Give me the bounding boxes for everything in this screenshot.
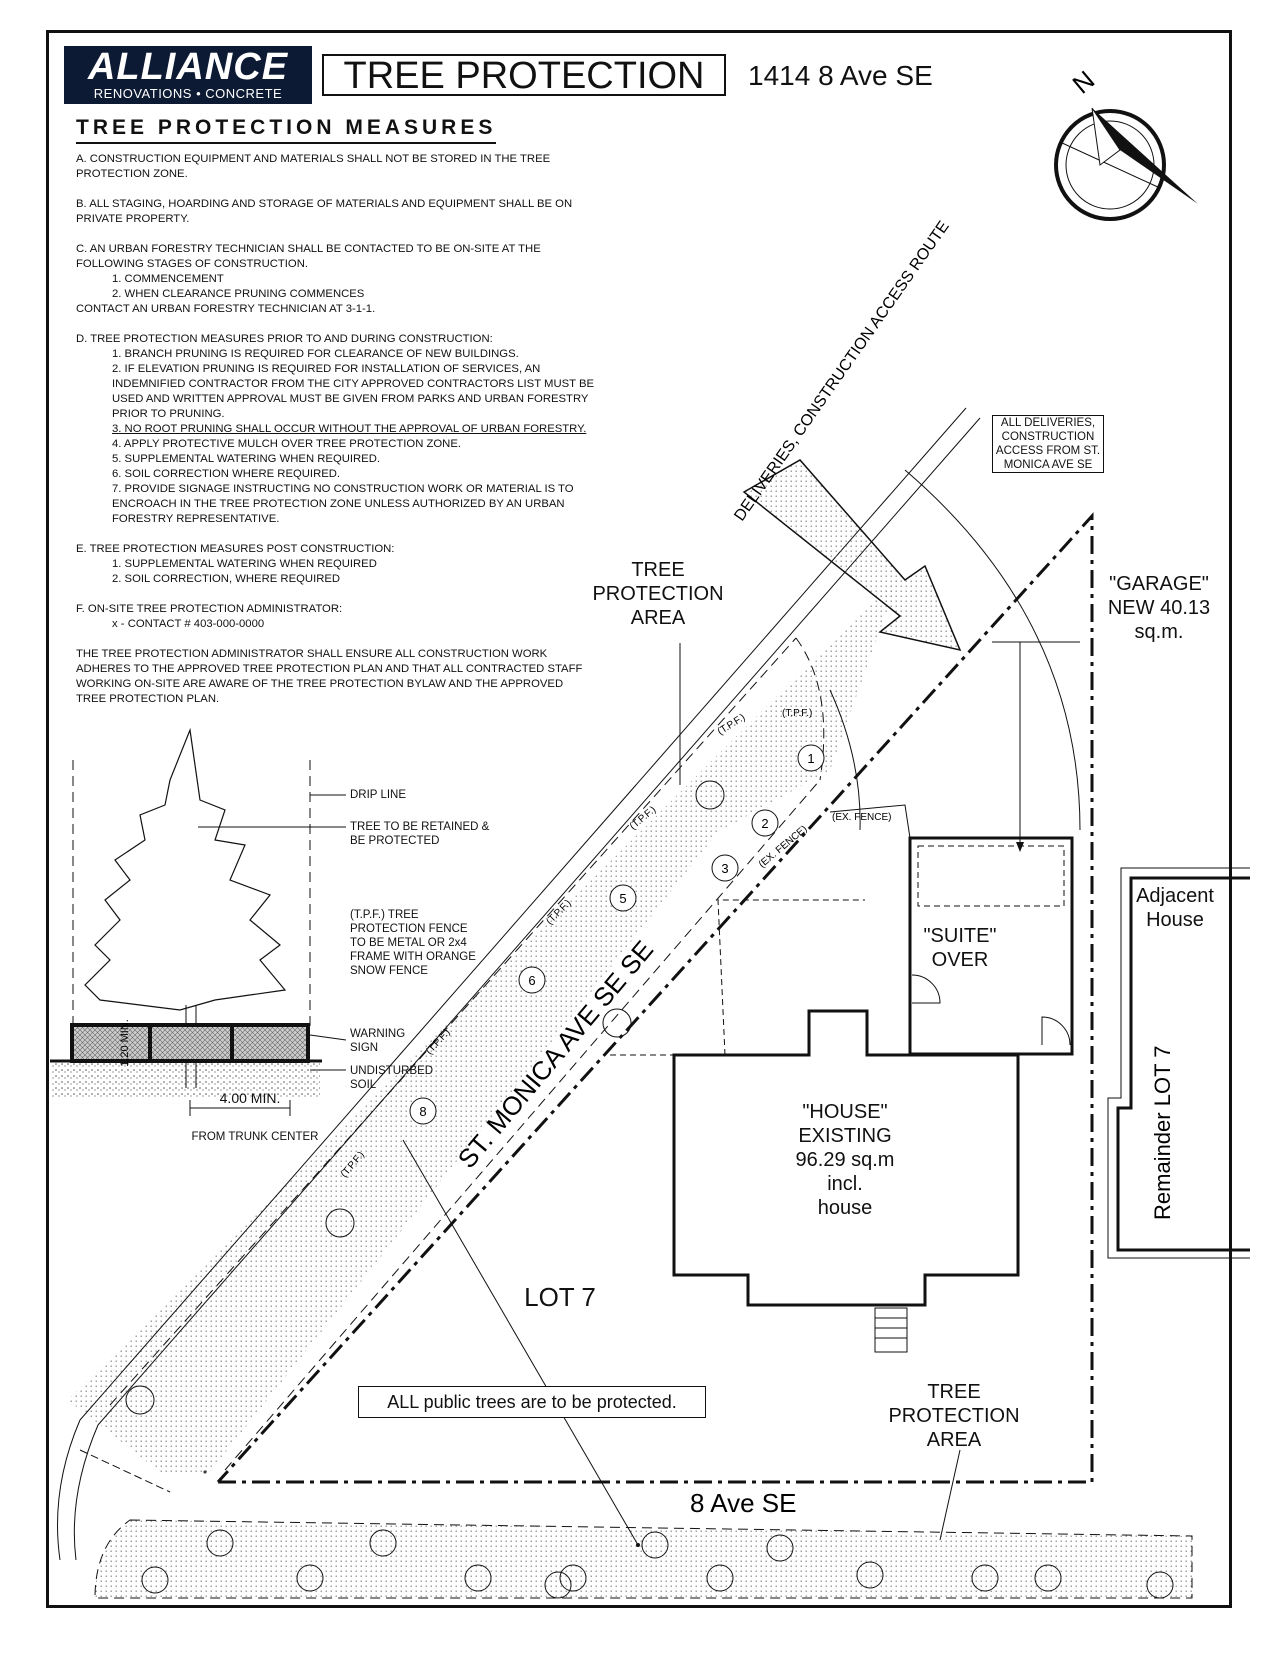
property-line <box>216 512 1094 1484</box>
fence-height-label: 1.20 MIN. <box>119 1019 131 1067</box>
note-d7: 7. PROVIDE SIGNAGE INSTRUCTING NO CONSTR… <box>112 483 574 525</box>
north-label: N <box>1067 65 1101 100</box>
existing-trees <box>125 780 725 1474</box>
tree-number-6: 6 <box>528 973 535 988</box>
remainder-lot-label: Remainder LOT 7 <box>1150 1046 1175 1220</box>
deliveries-note-box: ALL DELIVERIES, CONSTRUCTION ACCESS FROM… <box>992 415 1104 473</box>
note-f1: x - CONTACT # 403-000-0000 <box>112 618 265 630</box>
house-label-1: "HOUSE" <box>802 1101 888 1123</box>
drawing-title: TREE PROTECTION <box>322 54 726 96</box>
min-distance-label: 4.00 MIN. <box>219 1090 281 1106</box>
tree-protection-area-top-label: TREE PROTECTION AREA <box>592 559 724 629</box>
tree-protection-area-bottom <box>94 1519 1193 1599</box>
existing-fence-line <box>829 804 911 839</box>
note-e2: 2. SOIL CORRECTION, WHERE REQUIRED <box>112 573 341 585</box>
logo-main-text: ALLIANCE <box>87 46 289 88</box>
note-d5: 5. SUPPLEMENTAL WATERING WHEN REQUIRED. <box>112 453 381 465</box>
note-b: B. ALL STAGING, HOARDING AND STORAGE OF … <box>76 198 573 225</box>
delivery-arrow-icon <box>742 459 962 652</box>
note-c3: CONTACT AN URBAN FORESTRY TECHNICIAN AT … <box>76 303 376 315</box>
tree-number-5: 5 <box>619 891 626 906</box>
tree-protection-area-bottom-label: TREE PROTECTION AREA <box>888 1381 1020 1451</box>
existing-house <box>610 899 1020 1353</box>
drip-line-label: DRIP LINE <box>350 789 407 801</box>
numbered-trees: 1 2 3 5 6 8 <box>409 744 825 1125</box>
tree-icon <box>84 727 287 1011</box>
adjacent-house-label: Adjacent House <box>1136 885 1214 931</box>
note-g: THE TREE PROTECTION ADMINISTRATOR SHALL … <box>76 648 583 705</box>
tree-protection-area-top <box>57 407 1081 1561</box>
note-f: F. ON-SITE TREE PROTECTION ADMINISTRATOR… <box>76 603 343 615</box>
note-d4: 4. APPLY PROTECTIVE MULCH OVER TREE PROT… <box>112 438 462 450</box>
note-a: A. CONSTRUCTION EQUIPMENT AND MATERIALS … <box>76 153 551 180</box>
note-d1: 1. BRANCH PRUNING IS REQUIRED FOR CLEARA… <box>112 348 519 360</box>
note-d6: 6. SOIL CORRECTION WHERE REQUIRED. <box>112 468 341 480</box>
garage-label: "GARAGE" NEW 40.13 sq.m. <box>1107 573 1211 643</box>
deliveries-route-label: DELIVERIES, CONSTRUCTION ACCESS ROUTE <box>731 218 952 524</box>
measures-notes: A. CONSTRUCTION EQUIPMENT AND MATERIALS … <box>76 152 596 722</box>
note-c: C. AN URBAN FORESTRY TECHNICIAN SHALL BE… <box>76 243 541 270</box>
ex-fence-tag-2: (EX. FENCE) <box>832 812 891 823</box>
tree-retained-label: TREE TO BE RETAINED & BE PROTECTED <box>350 821 490 847</box>
tpf-tag-6: (T.P.F.) <box>782 708 812 719</box>
public-trees-note: ALL public trees are to be protected. <box>358 1386 706 1418</box>
tree-number-8: 8 <box>419 1104 426 1119</box>
from-trunk-label: FROM TRUNK CENTER <box>191 1131 319 1143</box>
note-d: D. TREE PROTECTION MEASURES PRIOR TO AND… <box>76 333 493 345</box>
suite-label: "SUITE" OVER <box>923 925 997 971</box>
measures-heading: TREE PROTECTION MEASURES <box>76 116 497 144</box>
house-label-3: 96.29 sq.m <box>795 1149 895 1171</box>
tpf-detail-label: (T.P.F.) TREE PROTECTION FENCE TO BE MET… <box>350 909 476 977</box>
tree-number-1: 1 <box>807 751 814 766</box>
sheet-border <box>46 30 1232 1608</box>
warning-sign-label: WARNING SIGN <box>350 1028 406 1054</box>
adjacent-house <box>1107 867 1250 1259</box>
north-arrow-icon: N <box>1054 65 1198 221</box>
house-label-5: house <box>817 1197 873 1219</box>
house-label-2: EXISTING <box>798 1125 892 1147</box>
tree-number-3: 3 <box>721 861 728 876</box>
note-c2: 2. WHEN CLEARANCE PRUNING COMMENCES <box>112 288 365 300</box>
street-label-8-ave: 8 Ave SE <box>690 1488 797 1518</box>
garage-building <box>908 641 1080 1056</box>
note-e: E. TREE PROTECTION MEASURES POST CONSTRU… <box>76 543 395 555</box>
tree-protection-detail: 1.20 MIN. <box>50 727 347 1116</box>
house-label: "HOUSE" EXISTING 96.29 sq.m incl. house <box>770 1100 920 1220</box>
lot-label: LOT 7 <box>524 1282 596 1312</box>
note-e1: 1. SUPPLEMENTAL WATERING WHEN REQUIRED <box>112 558 377 570</box>
undisturbed-soil-label: UNDISTURBED SOIL <box>350 1065 434 1091</box>
company-logo: ALLIANCE RENOVATIONS • CONCRETE <box>64 46 312 104</box>
site-address: 1414 8 Ave SE <box>748 60 933 91</box>
logo-sub-text: RENOVATIONS • CONCRETE <box>93 86 283 101</box>
note-d3: 3. NO ROOT PRUNING SHALL OCCUR WITHOUT T… <box>112 423 587 435</box>
note-d2: 2. IF ELEVATION PRUNING IS REQUIRED FOR … <box>112 363 595 420</box>
house-label-4: incl. <box>827 1173 863 1195</box>
note-c1: 1. COMMENCEMENT <box>112 273 224 285</box>
tree-number-2: 2 <box>761 816 768 831</box>
